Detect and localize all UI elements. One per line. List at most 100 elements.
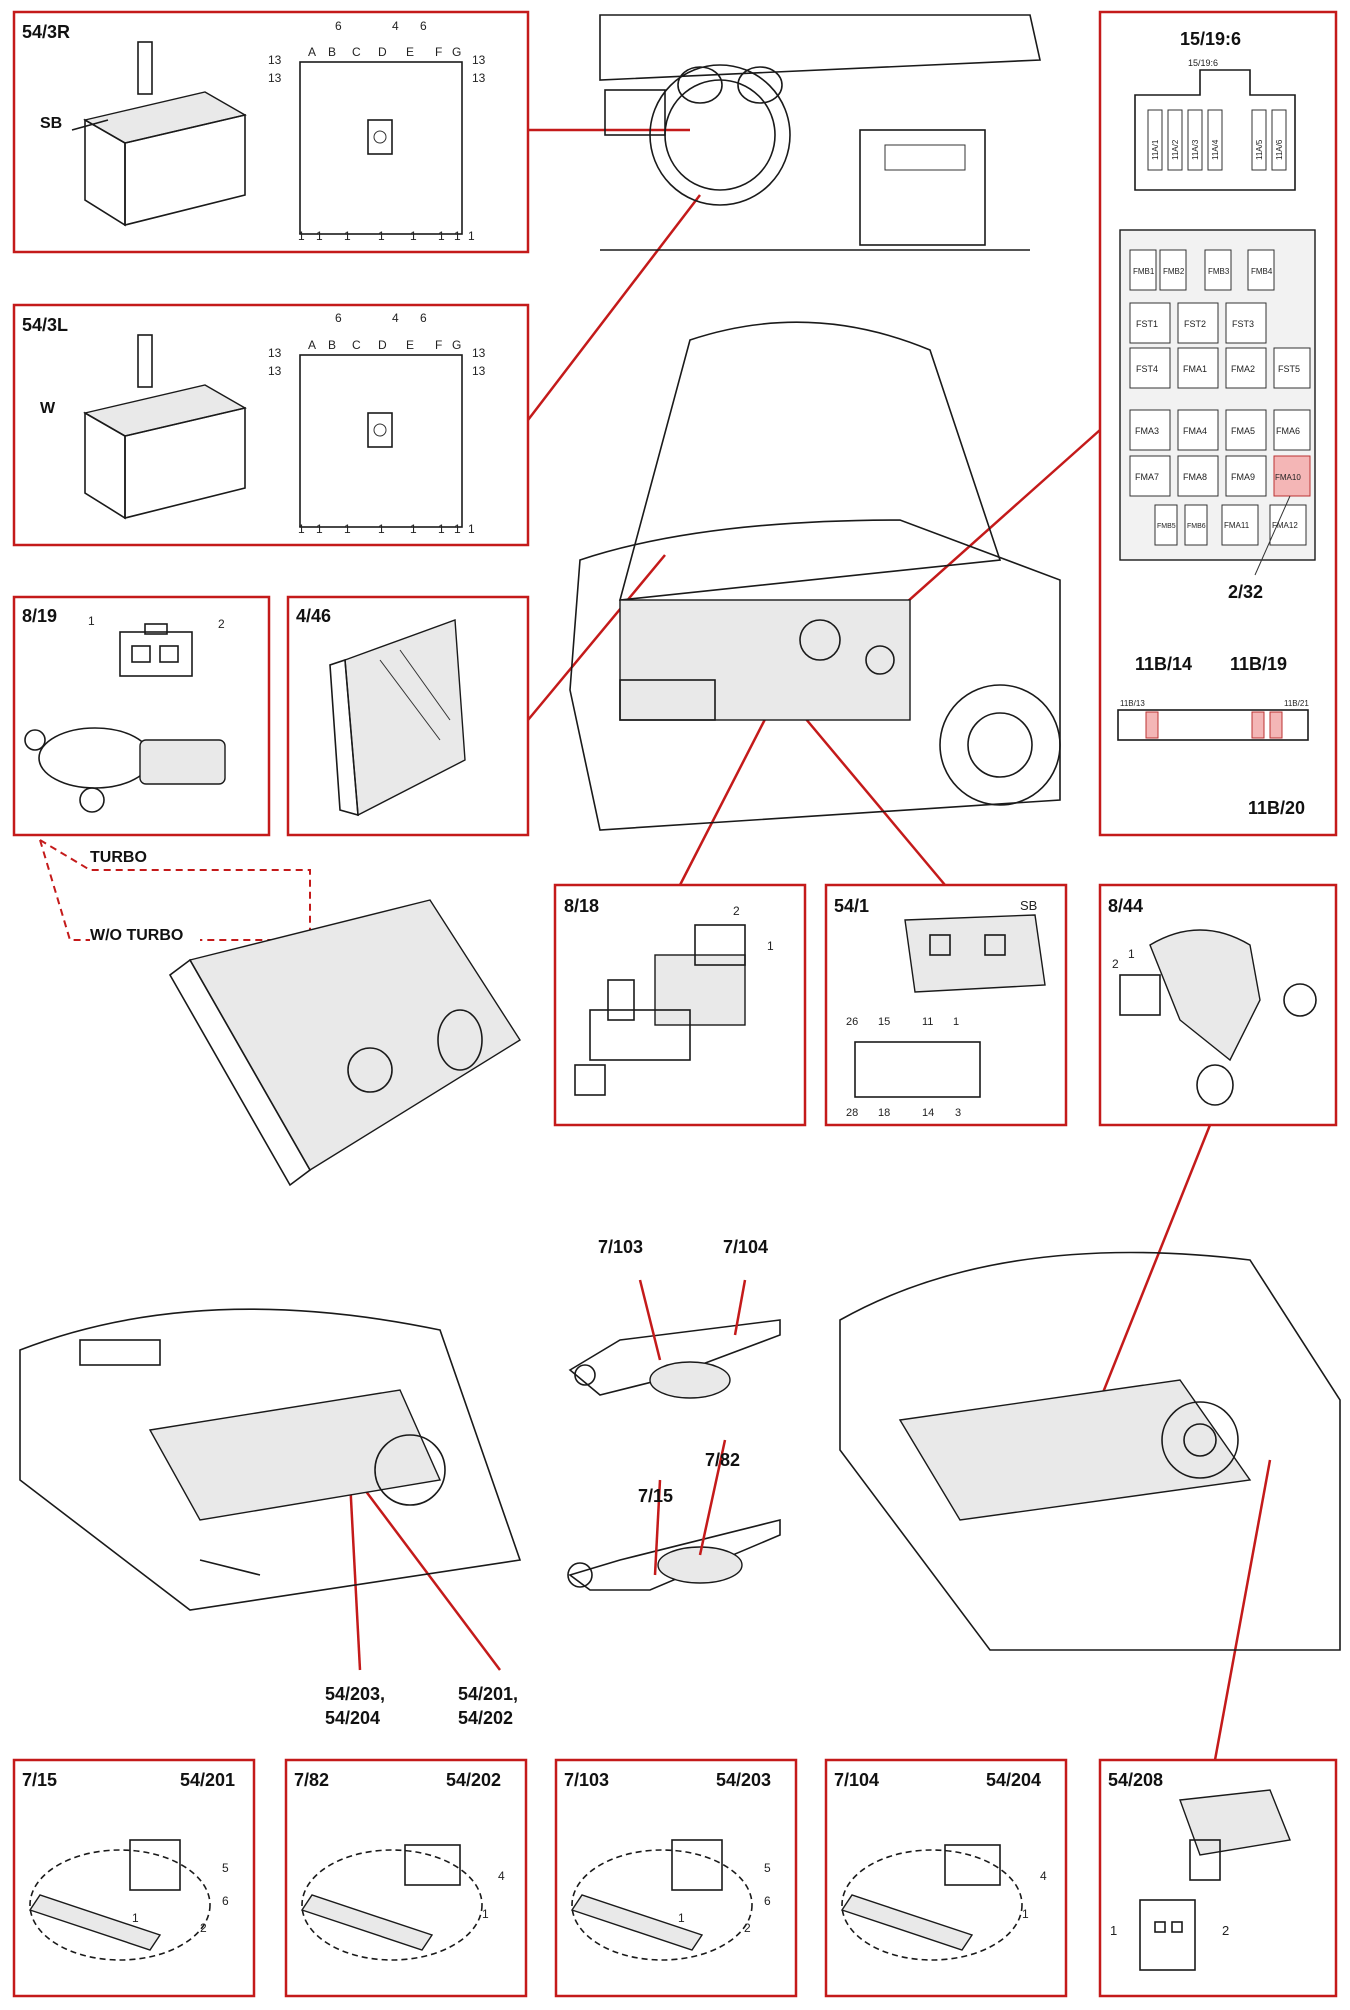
svg-text:13: 13 bbox=[472, 53, 486, 67]
connector-drawing bbox=[119, 623, 193, 677]
panel-8-44: 8/44 2 1 bbox=[1098, 883, 1338, 1127]
svg-text:FST1: FST1 bbox=[1136, 319, 1158, 329]
svg-text:54/202: 54/202 bbox=[446, 1770, 501, 1790]
svg-text:2: 2 bbox=[218, 617, 225, 631]
svg-text:F: F bbox=[435, 45, 442, 59]
panel-id: 4/46 bbox=[296, 606, 331, 626]
svg-text:18: 18 bbox=[878, 1107, 890, 1119]
svg-text:28: 28 bbox=[846, 1107, 858, 1119]
svg-text:FMA9: FMA9 bbox=[1231, 472, 1255, 482]
turbo-variant: TURBO W/O TURBO bbox=[39, 839, 521, 1187]
svg-text:D: D bbox=[378, 338, 387, 352]
sensor-drawing bbox=[24, 727, 226, 813]
svg-text:11B/20: 11B/20 bbox=[1248, 798, 1305, 818]
panel-id: 54/1 bbox=[834, 896, 869, 916]
svg-text:5: 5 bbox=[222, 1861, 229, 1875]
svg-text:2: 2 bbox=[744, 1921, 751, 1935]
svg-text:11: 11 bbox=[922, 1016, 933, 1028]
svg-text:A: A bbox=[308, 338, 316, 352]
svg-text:1: 1 bbox=[132, 1911, 139, 1925]
svg-text:13: 13 bbox=[268, 364, 282, 378]
svg-text:7/15: 7/15 bbox=[638, 1486, 673, 1506]
panel-id: 54/208 bbox=[1108, 1770, 1163, 1790]
svg-text:FMA10: FMA10 bbox=[1275, 473, 1301, 482]
panel-sensor-7-104: 7/104 54/204 4 1 bbox=[824, 1758, 1068, 1998]
panel-fusebox: 15/19:6 15/19:6 11A/1 11A/2 11A/3 11A/4 … bbox=[1098, 10, 1338, 837]
svg-text:B: B bbox=[328, 338, 336, 352]
svg-text:6: 6 bbox=[335, 19, 342, 33]
svg-text:FST3: FST3 bbox=[1232, 319, 1254, 329]
svg-text:FMA1: FMA1 bbox=[1183, 364, 1207, 374]
svg-text:5: 5 bbox=[764, 1861, 771, 1875]
svg-text:FMA6: FMA6 bbox=[1276, 426, 1300, 436]
svg-text:FMA11: FMA11 bbox=[1224, 521, 1250, 530]
oxygen-sensor-drawing bbox=[570, 1839, 753, 1961]
underbody-front-drawing bbox=[19, 1308, 522, 1611]
svg-text:11B/21: 11B/21 bbox=[1284, 699, 1309, 708]
svg-text:26: 26 bbox=[846, 1016, 858, 1028]
svg-text:FMB3: FMB3 bbox=[1208, 267, 1230, 276]
svg-text:D: D bbox=[378, 45, 387, 59]
underbody-rear-drawing bbox=[839, 1251, 1341, 1651]
svg-text:11A/5: 11A/5 bbox=[1255, 139, 1264, 160]
fuse-strip bbox=[1117, 709, 1309, 741]
svg-text:1: 1 bbox=[316, 229, 323, 243]
panel-id: 54/3R bbox=[22, 22, 70, 42]
svg-text:1: 1 bbox=[410, 229, 417, 243]
svg-text:1: 1 bbox=[344, 522, 351, 536]
svg-text:7/82: 7/82 bbox=[294, 1770, 329, 1790]
svg-text:7/15: 7/15 bbox=[22, 1770, 57, 1790]
panel-sensor-7-82: 7/82 54/202 4 1 bbox=[284, 1758, 528, 1998]
svg-text:11A/4: 11A/4 bbox=[1211, 139, 1220, 160]
svg-text:7/104: 7/104 bbox=[723, 1237, 768, 1257]
svg-text:11B/13: 11B/13 bbox=[1120, 699, 1145, 708]
svg-text:G: G bbox=[452, 338, 461, 352]
panel-id: 8/18 bbox=[564, 896, 599, 916]
svg-text:54/204: 54/204 bbox=[325, 1708, 380, 1728]
svg-text:1: 1 bbox=[438, 522, 445, 536]
svg-text:FMA12: FMA12 bbox=[1272, 521, 1298, 530]
svg-text:1: 1 bbox=[953, 1016, 959, 1028]
panel-54-1: 54/1 SB 26 15 11 1 28 18 14 3 bbox=[824, 883, 1068, 1127]
panel-id: 54/3L bbox=[22, 315, 68, 335]
svg-text:7/103: 7/103 bbox=[598, 1237, 643, 1257]
svg-text:1: 1 bbox=[298, 522, 305, 536]
valve-drawing bbox=[574, 924, 746, 1096]
svg-text:13: 13 bbox=[472, 71, 486, 85]
panel-54-208: 54/208 1 2 bbox=[1098, 1758, 1338, 1998]
oxygen-sensor-drawing bbox=[300, 1844, 483, 1961]
svg-text:2: 2 bbox=[1222, 1923, 1229, 1938]
svg-text:54/204: 54/204 bbox=[986, 1770, 1041, 1790]
svg-text:1: 1 bbox=[1110, 1923, 1117, 1938]
svg-text:1: 1 bbox=[1128, 947, 1135, 961]
svg-text:1: 1 bbox=[298, 229, 305, 243]
svg-text:FMB2: FMB2 bbox=[1163, 267, 1185, 276]
panel-4-46: 4/46 bbox=[286, 595, 530, 837]
svg-text:13: 13 bbox=[268, 71, 282, 85]
svg-text:1: 1 bbox=[767, 939, 774, 953]
svg-text:2: 2 bbox=[733, 904, 740, 918]
panel-54-3l: 54/3L W A B C D E F G 6 4 6 13 13 13 13 … bbox=[12, 303, 530, 547]
svg-text:1: 1 bbox=[378, 229, 385, 243]
svg-text:1: 1 bbox=[378, 522, 385, 536]
svg-text:2: 2 bbox=[200, 1921, 207, 1935]
svg-text:FMB4: FMB4 bbox=[1251, 267, 1273, 276]
svg-text:F: F bbox=[435, 338, 442, 352]
svg-text:E: E bbox=[406, 45, 414, 59]
oxygen-sensor-drawing bbox=[840, 1844, 1023, 1961]
ecu-drawing bbox=[329, 619, 466, 817]
exhaust-drawing bbox=[567, 1319, 781, 1591]
part-label: W bbox=[40, 400, 56, 417]
highlighted-fuse bbox=[1273, 455, 1311, 497]
svg-text:1: 1 bbox=[482, 1907, 489, 1921]
panel-id: 8/19 bbox=[22, 606, 57, 626]
svg-text:6: 6 bbox=[764, 1894, 771, 1908]
svg-text:6: 6 bbox=[335, 311, 342, 325]
fuse-ref: 2/32 bbox=[1228, 582, 1263, 602]
svg-text:54/203: 54/203 bbox=[716, 1770, 771, 1790]
svg-text:6: 6 bbox=[222, 1894, 229, 1908]
svg-text:FMA2: FMA2 bbox=[1231, 364, 1255, 374]
svg-text:TURBO: TURBO bbox=[90, 849, 147, 866]
panel-8-19: 8/19 1 2 bbox=[12, 595, 271, 837]
panel-8-18: 8/18 2 1 bbox=[553, 883, 807, 1127]
